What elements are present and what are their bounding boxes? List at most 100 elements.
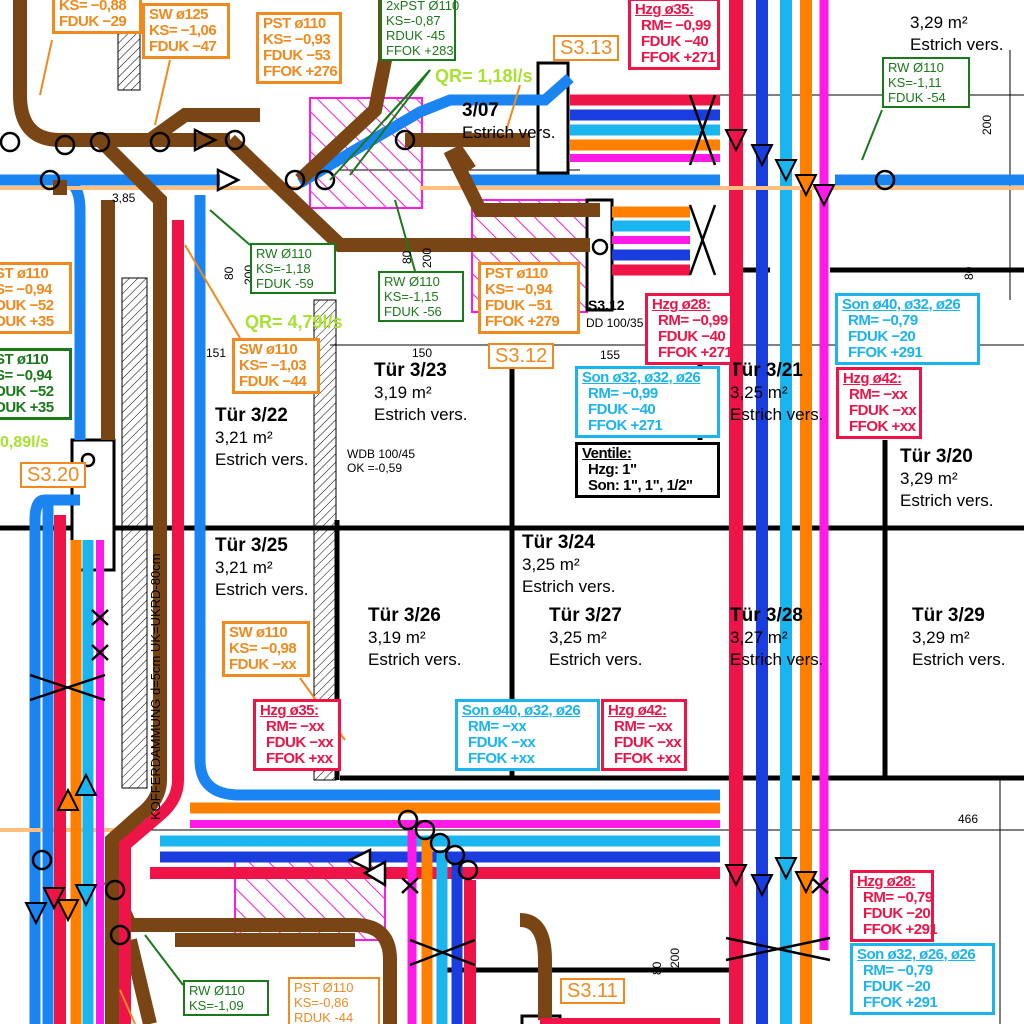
annotation-line: RM= −0,79 [863,889,933,906]
flow-rate-label: 0,89l/s [0,434,49,451]
dimension-text: 80 [222,266,236,280]
dimension-text: 200 [668,947,682,968]
annotation-line: FFOK +283 [386,43,454,58]
annotation-line: FFOK +271 [641,49,716,66]
annotation-line: KS= −1,06 [149,22,217,39]
annotation-header: Hzg ø42: [843,370,902,387]
room-note: Estrich vers. [910,35,1004,54]
room-note: Estrich vers. [522,577,616,596]
annotation-line: RDUK -45 [386,28,446,43]
annotation-header: Hzg ø35: [260,702,319,719]
shaft-tag-s3-20: S3.20 [20,462,87,488]
room-title: Tür 3/21 [730,360,803,381]
annotation-header: Ventile: [582,445,632,462]
annotation-line: Son: 1", 1", 1/2" [588,477,693,494]
annotation-line: ST ø110 [0,351,49,368]
annotation-line: FDUK −40 [658,328,726,345]
dimension-text: OK =-0,59 [347,461,403,475]
room-title: Tür 3/22 [215,405,288,426]
valves [0,94,896,967]
annotation-line: FFOK +291 [863,994,938,1011]
annotation-line: KS= −0,98 [229,640,297,657]
annotation-line: RM= −0,99 [658,312,728,329]
annotation-line: FDUK −40 [588,401,656,418]
annotation-line: RM= −xx [468,718,527,735]
room-area: 3,21 m² [215,558,273,577]
annotation-line: DUK −52 [0,297,54,314]
annotation-line: FFOK +xx [468,750,535,767]
annotation-line: KS=-0,87 [386,13,441,28]
dimension-text: WDB 100/45 [347,447,416,461]
dimension-text: 466 [958,812,979,826]
flow-rate-label: QR= 1,18l/s [435,66,533,86]
annotation-line: FFOK +276 [263,63,338,80]
annotation-line: FDUK −20 [863,978,931,995]
room-area: 3,29 m² [912,628,970,647]
annotation-line: FFOK +xx [614,750,681,767]
annotation-line: FDUK −xx [614,734,682,751]
annotation-line: SW ø125 [149,6,209,23]
insulation-strip [121,277,148,789]
room-note: Estrich vers. [900,491,994,510]
annotation-line: FDUK −51 [485,297,553,314]
dimension-text: 3,85 [112,191,136,205]
dimension-text: 200 [420,247,434,268]
dimension-text: 150 [412,346,433,360]
annotation-line: KS=-1,15 [384,289,439,304]
room-title: Tür 3/20 [900,446,973,467]
room-note: Estrich vers. [462,123,556,142]
annotation-line: FDUK −xx [849,402,917,419]
annotation-line: FFOK +271 [588,417,663,434]
dimension-text: 80 [650,961,664,975]
annotation-line: PST ø110 [485,265,548,282]
annotation-line: Hzg: 1" [588,461,637,478]
dimension-text: 80 [400,250,414,264]
annotation-line: KS=-1,11 [888,75,942,90]
annotation-line: SW ø110 [239,341,298,358]
room-title: Tür 3/29 [912,605,985,626]
annotation-line: S= −0,94 [0,281,52,298]
annotation-header: Hzg ø35: [635,1,694,18]
annotation-line: PST ø110 [263,15,326,32]
annotation-line: ST ø110 [0,265,49,282]
flow-arrows [24,129,836,926]
annotation-header: Hzg ø42: [608,702,667,719]
room-area: 3,25 m² [549,628,607,647]
annotation-line: FDUK −40 [641,33,709,50]
annotation-line: FFOK +271 [658,344,733,361]
insulation-note: KOFFERDAMMUNG d=5cm UK=UKRD-80cm [148,553,163,820]
annotation-line: FFOK +291 [848,344,923,361]
shaft-tag-s3-11: S3.11 [560,978,625,1004]
annotation-line: KS= −0,94 [485,281,553,298]
annotation-line: RM= −xx [849,386,908,403]
flow-rate-label: QR= 4,79l/s [245,312,343,332]
annotation-line: DUK +35 [0,313,54,330]
room-title: Tür 3/27 [549,605,622,626]
riser-bundle [729,0,829,1024]
room-area: 3,29 m² [900,469,958,488]
room-area: 3,29 m² [910,13,968,32]
room-title: Tür 3/26 [368,605,441,626]
